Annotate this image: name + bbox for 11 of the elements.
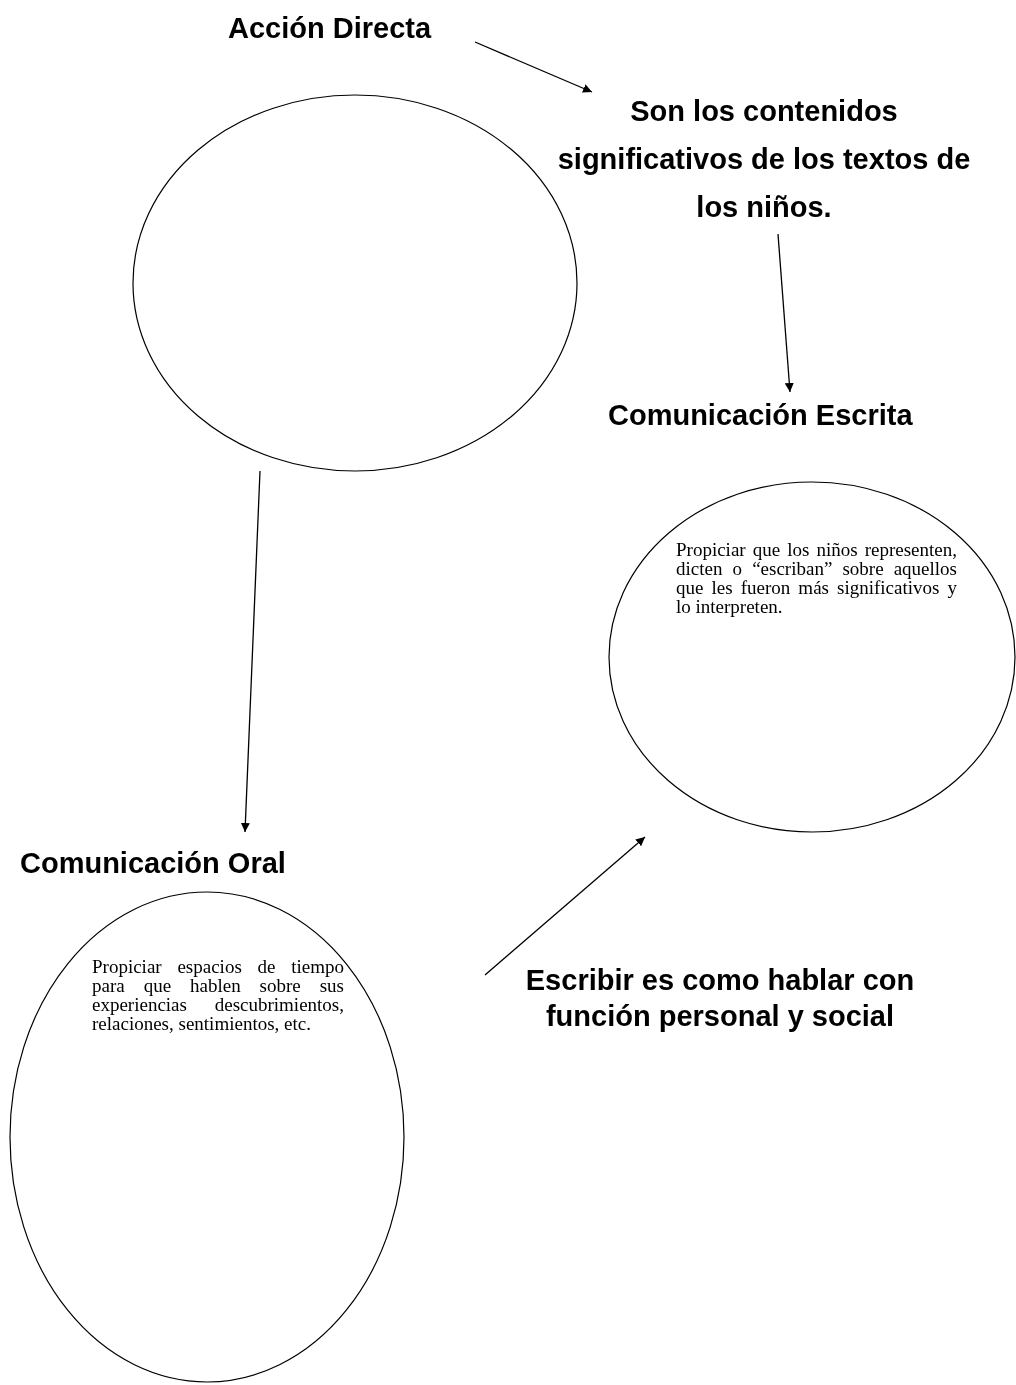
arrow [777,233,794,393]
circle-heading: Comunicación Oral [20,846,287,881]
concept-text: Son los contenidos significativos de los textos de los niños. [556,94,972,225]
circle-description: Propiciar espacios de tiempo para que hablen sobre sus experiencias descubrimientos, relaciones, sentimientos, etc. [92,957,344,1033]
concept-text: Acción Directa [228,11,433,46]
arrow [240,470,261,833]
arrow [484,836,646,976]
concept-text: Escribir es como hablar con función personal y social [524,963,916,1035]
arrow [474,41,593,93]
circle-heading: Comunicación Escrita [608,398,914,433]
circle-description: Propiciar que los niños representen, dicten o “escriban” sobre aquellos que les fueron más significativos y lo interpreten. [676,540,957,616]
